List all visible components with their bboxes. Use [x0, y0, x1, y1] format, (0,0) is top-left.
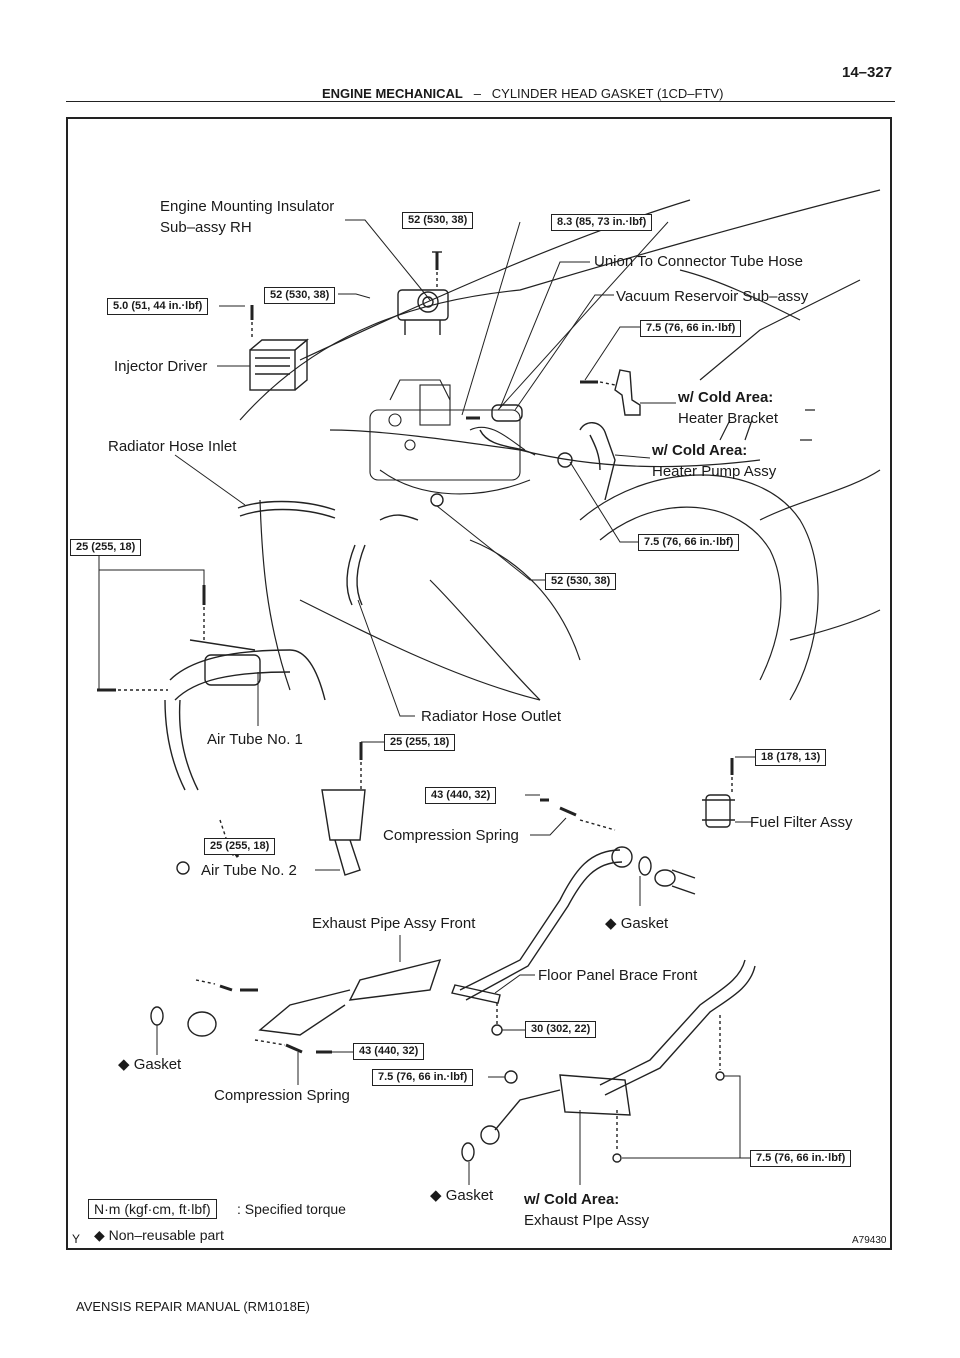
injector-driver-part [249, 305, 309, 391]
torque-box: 25 (255, 18) [384, 734, 456, 751]
label-gasket-2: ◆ Gasket [118, 1056, 182, 1073]
page-header: ENGINE MECHANICAL – CYLINDER HEAD GASKET… [322, 86, 723, 101]
label-union-hose: Union To Connector Tube Hose [594, 253, 804, 270]
torque-box: 7.5 (76, 66 in.·lbf) [638, 534, 740, 551]
label-exhaust-cold: Exhaust PIpe Assy [524, 1212, 650, 1229]
header-separator: – [473, 86, 481, 101]
torque-box: 43 (440, 32) [425, 787, 497, 804]
torque-box: 52 (530, 38) [264, 287, 336, 304]
header-subsection: CYLINDER HEAD GASKET (1CD–FTV) [491, 86, 724, 101]
legend-non-reusable: ◆ Non–reusable part [94, 1227, 224, 1243]
exhaust-front-pipe-part [150, 798, 696, 1054]
legend-torque-unit: N·m (kgf·cm, ft·lbf) [88, 1199, 217, 1219]
label-heater-pump: Heater Pump Assy [652, 463, 777, 480]
legend-torque-desc: : Specified torque [237, 1201, 346, 1217]
torque-box: 7.5 (76, 66 in.·lbf) [372, 1069, 474, 1086]
label-compression-spring-1: Compression Spring [383, 827, 519, 844]
torque-box: 5.0 (51, 44 in.·lbf) [107, 298, 209, 315]
torque-box: 43 (440, 32) [353, 1043, 425, 1060]
torque-box: 25 (255, 18) [204, 838, 276, 855]
heater-bracket-part [580, 369, 641, 416]
vacuum-reservoir-part [466, 404, 536, 456]
label-exhaust-front: Exhaust Pipe Assy Front [312, 915, 476, 932]
header-section: ENGINE MECHANICAL [322, 86, 463, 101]
label-cold-area-3: w/ Cold Area: [524, 1191, 620, 1208]
label-cold-area-1: w/ Cold Area: [678, 389, 774, 406]
torque-box: 52 (530, 38) [545, 573, 617, 590]
label-air-tube-1: Air Tube No. 1 [207, 731, 303, 748]
label-vacuum-reservoir: Vacuum Reservoir Sub–assy [616, 288, 809, 305]
corner-mark: Y [72, 1232, 81, 1246]
label-radiator-outlet: Radiator Hose Outlet [421, 708, 562, 725]
label-radiator-inlet: Radiator Hose Inlet [108, 438, 237, 455]
label-gasket-1: ◆ Gasket [605, 915, 669, 932]
figure-frame [66, 117, 892, 1250]
engine-mount-part [397, 251, 449, 335]
label-injector-driver: Injector Driver [114, 358, 208, 375]
label-gasket-3: ◆ Gasket [430, 1187, 494, 1204]
header-rule [66, 101, 895, 102]
leader-lines [98, 219, 755, 1185]
label-air-tube-2: Air Tube No. 2 [201, 862, 297, 879]
page-footer: AVENSIS REPAIR MANUAL (RM1018E) [76, 1299, 310, 1314]
torque-box: 30 (302, 22) [525, 1021, 597, 1038]
floor-brace-part [451, 984, 503, 1036]
torque-box: 7.5 (76, 66 in.·lbf) [640, 320, 742, 337]
label-cold-area-2: w/ Cold Area: [652, 442, 748, 459]
fuel-filter-part [702, 758, 735, 828]
label-heater-bracket: Heater Bracket [678, 410, 779, 427]
label-engine-mount-1: Engine Mounting Insulator [160, 198, 335, 215]
torque-box: 7.5 (76, 66 in.·lbf) [750, 1150, 852, 1167]
torque-box: 52 (530, 38) [402, 212, 474, 229]
torque-box: 18 (178, 13) [755, 749, 827, 766]
exhaust-cold-pipe-part [461, 959, 756, 1163]
label-engine-mount-2: Sub–assy RH [160, 219, 252, 236]
vehicle-body-outline [239, 189, 881, 701]
figure-code: A79430 [852, 1235, 887, 1246]
engine-block-sketch [369, 379, 531, 495]
label-floor-brace: Floor Panel Brace Front [538, 967, 698, 984]
torque-box: 8.3 (85, 73 in.·lbf) [551, 214, 653, 231]
label-compression-spring-2: Compression Spring [214, 1087, 350, 1104]
radiator-hose-parts [237, 493, 444, 606]
heater-pump-part [557, 422, 616, 501]
page-number: 14–327 [842, 64, 893, 81]
torque-box: 25 (255, 18) [70, 539, 142, 556]
label-fuel-filter: Fuel Filter Assy [750, 814, 853, 831]
